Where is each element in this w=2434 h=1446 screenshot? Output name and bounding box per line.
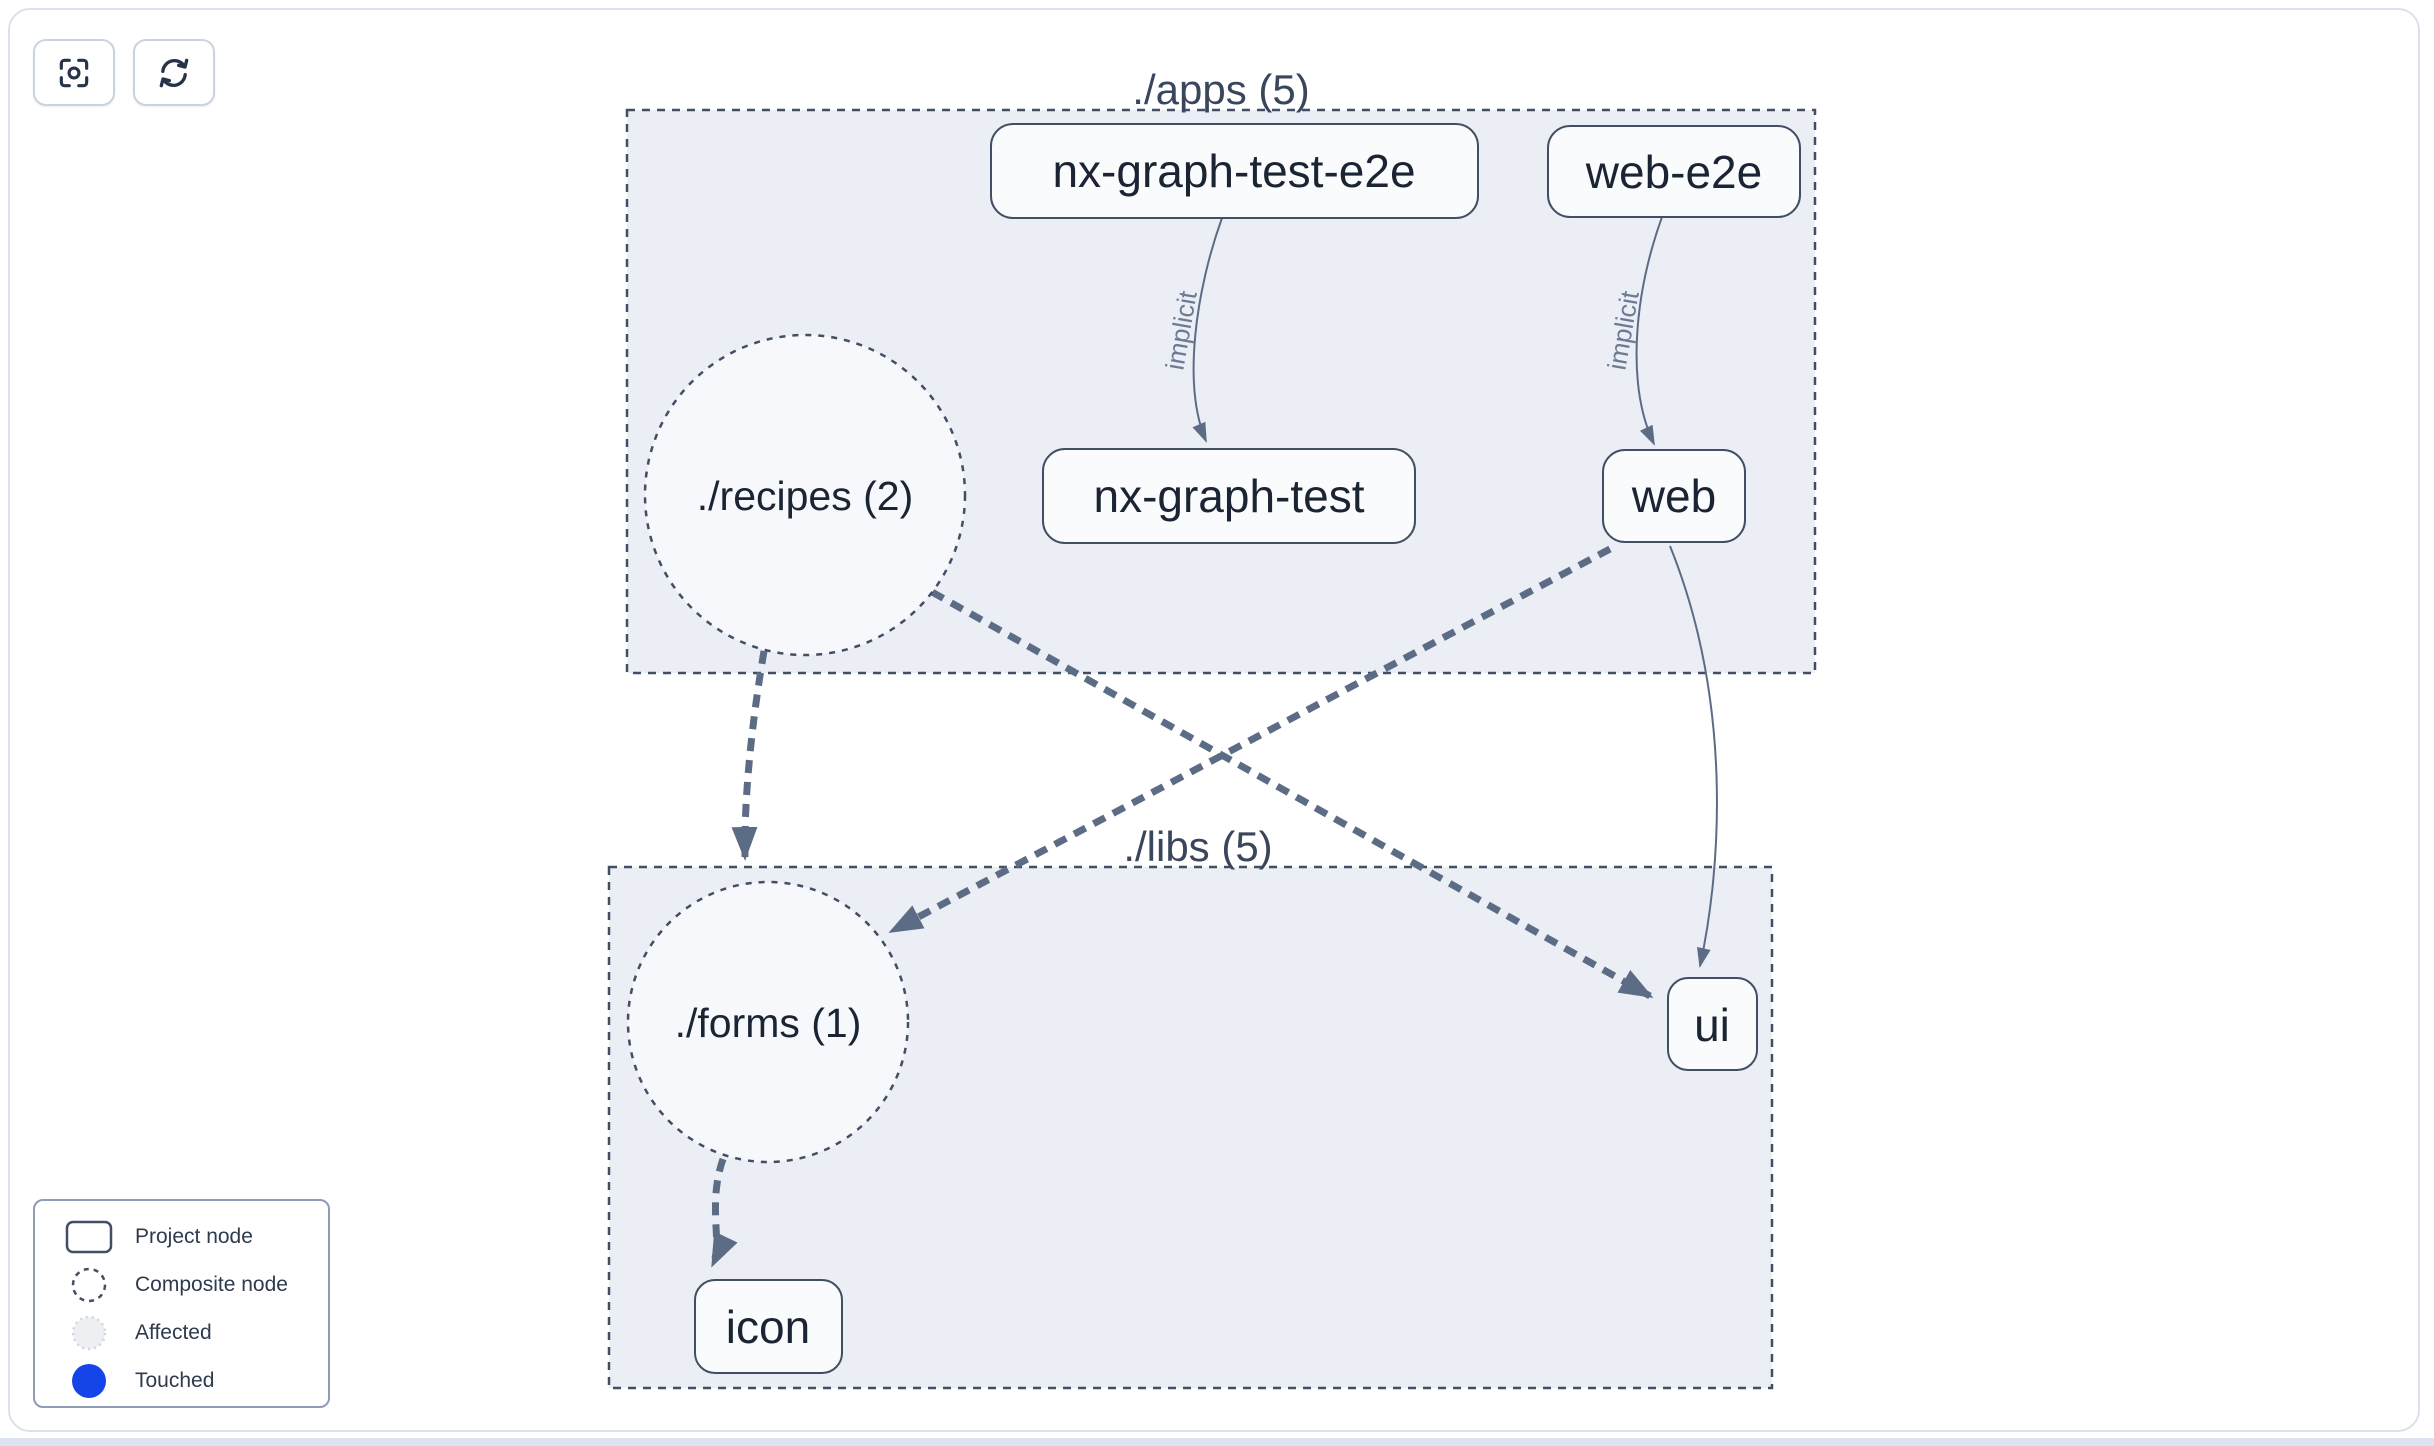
edge-web-to-forms[interactable] xyxy=(888,545,1612,935)
project-node-nx-graph-test-e2e-label: nx-graph-test-e2e xyxy=(1052,145,1415,197)
graph-toolbar xyxy=(33,39,215,106)
project-node-web-e2e[interactable]: web-e2e xyxy=(1547,125,1801,218)
edge-nx-graph-test-e2e-to-nx-graph-test[interactable] xyxy=(1192,217,1223,443)
composite-node-swatch-icon xyxy=(61,1265,117,1305)
composite-node-recipes[interactable]: ./recipes (2) xyxy=(643,333,967,657)
legend-item-affected: Affected xyxy=(61,1309,328,1357)
group-apps-title: ./apps (5) xyxy=(1132,66,1309,113)
composite-node-recipes-label: ./recipes (2) xyxy=(697,473,913,519)
project-node-web[interactable]: web xyxy=(1602,449,1746,543)
project-node-nx-graph-test-label: nx-graph-test xyxy=(1093,470,1364,522)
composite-node-forms[interactable]: ./forms (1) xyxy=(626,880,910,1164)
project-node-icon[interactable]: icon xyxy=(694,1279,843,1374)
legend-label-affected: Affected xyxy=(135,1321,212,1344)
project-node-ui[interactable]: ui xyxy=(1667,977,1758,1071)
legend-item-touched: Touched xyxy=(61,1357,328,1405)
refresh-button[interactable] xyxy=(133,39,215,106)
project-node-web-e2e-label: web-e2e xyxy=(1585,146,1762,198)
affected-swatch-icon xyxy=(61,1313,117,1353)
refresh-icon xyxy=(159,58,189,87)
project-node-nx-graph-test-e2e[interactable]: nx-graph-test-e2e xyxy=(990,123,1479,219)
crosshair-focus-icon xyxy=(59,58,89,87)
legend-item-project-node: Project node xyxy=(61,1213,328,1261)
edge-forms-to-icon[interactable] xyxy=(709,1157,738,1268)
project-node-swatch-icon xyxy=(61,1220,117,1254)
edge-web-to-ui[interactable] xyxy=(1669,545,1718,968)
project-node-icon-label: icon xyxy=(726,1301,810,1353)
page-background-strip xyxy=(0,1438,2434,1446)
edge-recipes-to-forms[interactable] xyxy=(731,650,768,861)
edge-recipes-to-ui[interactable] xyxy=(930,588,1654,1000)
group-libs-title: ./libs (5) xyxy=(1123,823,1272,870)
focus-button[interactable] xyxy=(33,39,115,106)
legend: Project node Composite node Affected Tou… xyxy=(33,1199,330,1408)
legend-label-touched: Touched xyxy=(135,1369,215,1392)
legend-label-project-node: Project node xyxy=(135,1225,253,1248)
legend-label-composite-node: Composite node xyxy=(135,1273,288,1296)
touched-swatch-icon xyxy=(61,1361,117,1401)
edge-web-e2e-to-web[interactable] xyxy=(1635,216,1663,446)
composite-node-forms-label: ./forms (1) xyxy=(675,1000,862,1046)
project-node-nx-graph-test[interactable]: nx-graph-test xyxy=(1042,448,1416,544)
project-node-web-label: web xyxy=(1631,470,1716,522)
project-node-ui-label: ui xyxy=(1694,999,1730,1051)
legend-item-composite-node: Composite node xyxy=(61,1261,328,1309)
